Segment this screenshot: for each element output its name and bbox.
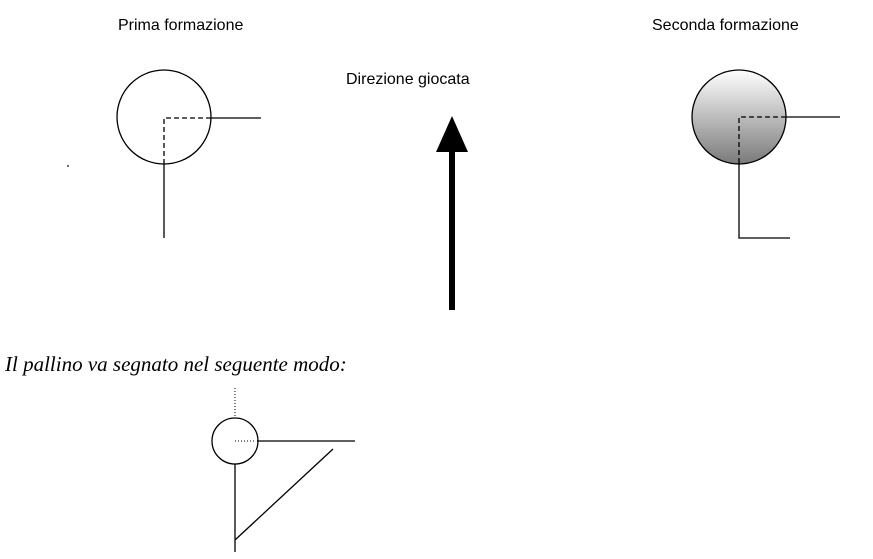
marking-caption: Il pallino va segnato nel seguente modo: (5, 352, 347, 376)
second-formation (691, 69, 840, 239)
direction-arrow-head (436, 116, 468, 152)
first-formation-title: Prima formazione (118, 17, 244, 34)
first-formation-ball (116, 69, 212, 165)
second-formation-corner-line (738, 163, 790, 239)
marking-diagonal-line (234, 448, 334, 541)
first-formation (67, 69, 261, 238)
first-formation-dashed-guide (163, 117, 209, 164)
second-formation-dashed-guide (738, 116, 784, 163)
second-formation-ball (691, 69, 787, 165)
marking-example (211, 388, 355, 552)
direction-arrow (436, 116, 468, 310)
stray-dot (67, 165, 69, 167)
play-direction-label: Direzione giocata (346, 71, 470, 88)
second-formation-title: Seconda formazione (652, 17, 799, 34)
